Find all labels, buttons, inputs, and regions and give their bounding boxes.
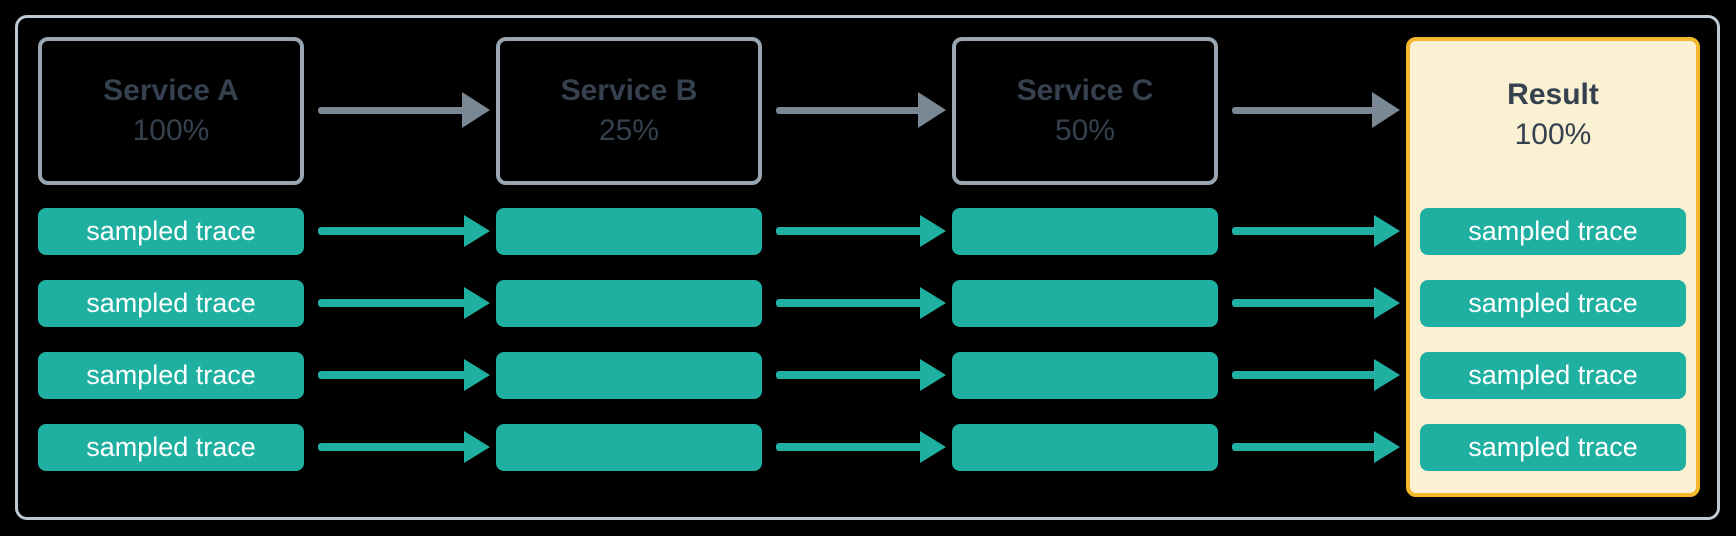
trace-flow-arrow [1232, 431, 1400, 463]
trace-flow-arrow [776, 359, 946, 391]
arrow-shaft [776, 227, 926, 235]
arrow-head-icon [1374, 359, 1400, 391]
diagram-frame [15, 15, 1720, 520]
service-a-box: Service A 100% [38, 37, 304, 185]
service-flow-arrow [1232, 92, 1400, 129]
service-c-rate: 50% [1054, 114, 1116, 147]
trace-bar [952, 208, 1218, 255]
result-panel: Result 100% [1406, 37, 1700, 497]
trace-bar [496, 424, 762, 471]
arrow-shaft [318, 227, 470, 235]
trace-bar [952, 280, 1218, 327]
arrow-shaft [1232, 107, 1378, 114]
service-flow-arrow [318, 92, 490, 129]
service-c-box: Service C 50% [952, 37, 1218, 185]
arrow-head-icon [464, 359, 490, 391]
trace-flow-arrow [1232, 359, 1400, 391]
trace-flow-arrow [318, 359, 490, 391]
trace-flow-arrow [318, 431, 490, 463]
trace-flow-arrow [1232, 287, 1400, 319]
trace-flow-arrow [776, 215, 946, 247]
arrow-shaft [1232, 227, 1380, 235]
service-b-rate: 25% [598, 114, 660, 147]
service-b-box: Service B 25% [496, 37, 762, 185]
arrow-shaft [318, 107, 468, 114]
arrow-shaft [776, 299, 926, 307]
trace-bar: sampled trace [38, 352, 304, 399]
arrow-head-icon [464, 431, 490, 463]
trace-bar: sampled trace [38, 424, 304, 471]
trace-bar [496, 208, 762, 255]
arrow-shaft [318, 371, 470, 379]
arrow-shaft [318, 299, 470, 307]
service-flow-arrow [776, 92, 946, 129]
trace-bar [496, 352, 762, 399]
trace-bar: sampled trace [1420, 208, 1686, 255]
arrow-head-icon [462, 92, 490, 128]
trace-bar [496, 280, 762, 327]
service-b-title: Service B [560, 74, 698, 107]
arrow-shaft [1232, 371, 1380, 379]
trace-flow-arrow [318, 287, 490, 319]
arrow-shaft [1232, 443, 1380, 451]
arrow-head-icon [1374, 215, 1400, 247]
arrow-head-icon [464, 287, 490, 319]
result-title: Result [1507, 78, 1599, 111]
trace-flow-arrow [1232, 215, 1400, 247]
trace-bar: sampled trace [38, 208, 304, 255]
trace-bar: sampled trace [1420, 280, 1686, 327]
arrow-head-icon [1374, 431, 1400, 463]
arrow-shaft [776, 443, 926, 451]
arrow-head-icon [920, 215, 946, 247]
trace-bar [952, 424, 1218, 471]
arrow-head-icon [1374, 287, 1400, 319]
trace-bar: sampled trace [1420, 352, 1686, 399]
trace-flow-arrow [776, 431, 946, 463]
trace-flow-arrow [318, 215, 490, 247]
trace-bar [952, 352, 1218, 399]
arrow-head-icon [1372, 92, 1400, 128]
trace-flow-arrow [776, 287, 946, 319]
arrow-shaft [776, 371, 926, 379]
arrow-shaft [318, 443, 470, 451]
service-a-title: Service A [103, 74, 239, 107]
service-a-rate: 100% [132, 114, 210, 147]
arrow-shaft [776, 107, 924, 114]
arrow-head-icon [464, 215, 490, 247]
arrow-head-icon [920, 431, 946, 463]
result-rate: 100% [1514, 118, 1592, 151]
arrow-shaft [1232, 299, 1380, 307]
result-titles: Result 100% [1410, 41, 1696, 189]
arrow-head-icon [920, 359, 946, 391]
service-c-title: Service C [1016, 74, 1154, 107]
trace-bar: sampled trace [1420, 424, 1686, 471]
arrow-head-icon [920, 287, 946, 319]
arrow-head-icon [918, 92, 946, 128]
trace-bar: sampled trace [38, 280, 304, 327]
